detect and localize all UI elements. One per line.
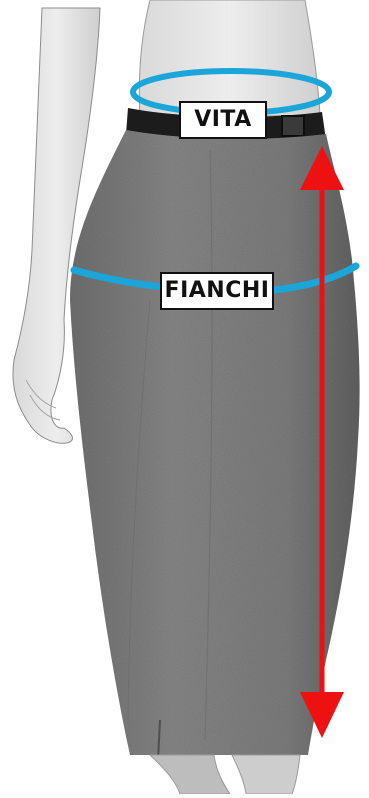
legs: [232, 755, 300, 794]
hips-label: FIANCHI: [160, 272, 274, 310]
waist-label: VITA: [179, 101, 267, 139]
legs: [150, 755, 230, 794]
skirt: [70, 130, 360, 755]
belt-buckle: [282, 116, 304, 136]
